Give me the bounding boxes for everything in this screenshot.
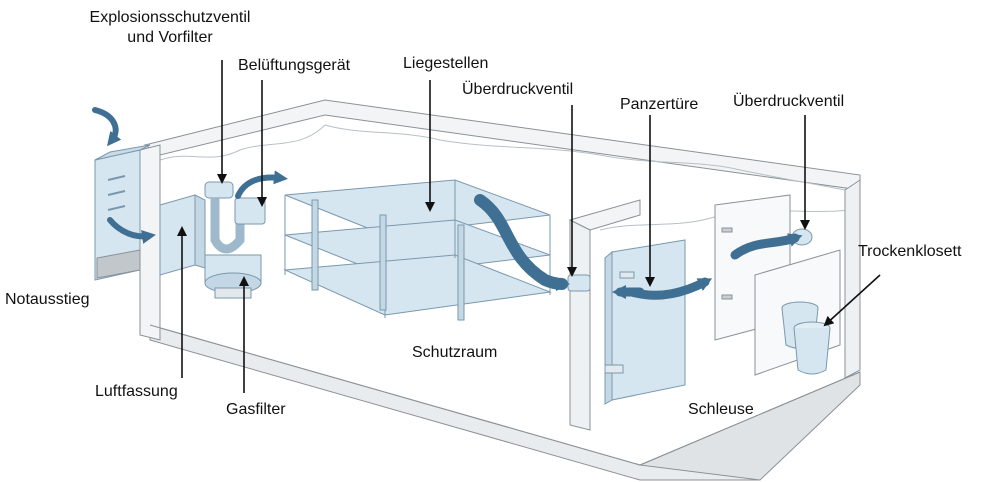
label-ventilation-unit: Belüftungsgerät	[238, 57, 351, 74]
armored-door-side	[604, 250, 613, 405]
right-wall	[844, 179, 861, 379]
label-explosion-valve: Explosionsschutzventil und Vorfilter	[60, 8, 280, 48]
label-dry-toilet: Trockenklosett	[858, 243, 962, 260]
front-edge	[149, 324, 641, 466]
label-airlock: Schleuse	[688, 401, 754, 418]
floor-slab-right	[638, 371, 861, 481]
airflow-arrow-vent	[235, 170, 288, 199]
armored-door	[611, 239, 686, 401]
label-shelter-room: Schutzraum	[412, 344, 498, 361]
airflow-arrow-airlock	[730, 233, 803, 260]
gravel	[96, 249, 141, 279]
label-explosion-valve-text: Explosionsschutzventil und Vorfilter	[89, 9, 251, 46]
leader-dry-toilet	[823, 274, 881, 327]
label-gas-filter: Gasfilter	[226, 401, 286, 418]
dry-toilet	[781, 301, 831, 375]
hinge-1	[721, 227, 733, 233]
label-air-intake: Luftfassung	[95, 383, 178, 400]
ventilation-unit-body	[234, 197, 266, 225]
back-wall-wave	[159, 124, 856, 193]
door-handle-2	[604, 364, 624, 374]
back-wall-top	[143, 99, 861, 191]
rung-1	[107, 175, 126, 181]
emergency-exit-top	[94, 144, 151, 161]
air-intake-box	[159, 194, 196, 276]
label-bunks: Liegestellen	[403, 55, 489, 72]
front-edge-right	[639, 371, 861, 466]
label-armored-door: Panzertüre	[620, 96, 699, 113]
label-overpressure-valve-1: Überdruckventil	[462, 81, 574, 98]
rung-3	[107, 205, 126, 211]
airflow-arrows	[92, 107, 803, 300]
explosion-valve-body	[204, 181, 234, 199]
bunks	[283, 179, 552, 321]
hinge-2	[721, 294, 733, 300]
door-handle-1	[619, 271, 635, 279]
airflow-arrow-shelter	[474, 194, 570, 291]
duct-u	[210, 198, 245, 254]
air-intake-side	[194, 194, 206, 269]
label-overpressure-valve-2: Überdruckventil	[733, 93, 845, 110]
airflow-arrow-intake	[107, 217, 156, 244]
leader-lines	[177, 60, 881, 393]
overpressure-valve-1-body	[567, 274, 591, 292]
rung-2	[107, 190, 126, 196]
middle-wall	[569, 219, 591, 431]
airflow-arrow-intake-top	[92, 107, 122, 147]
gas-filter-stand	[214, 287, 252, 299]
left-wall	[139, 144, 161, 341]
label-emergency-exit: Notausstieg	[5, 291, 90, 308]
